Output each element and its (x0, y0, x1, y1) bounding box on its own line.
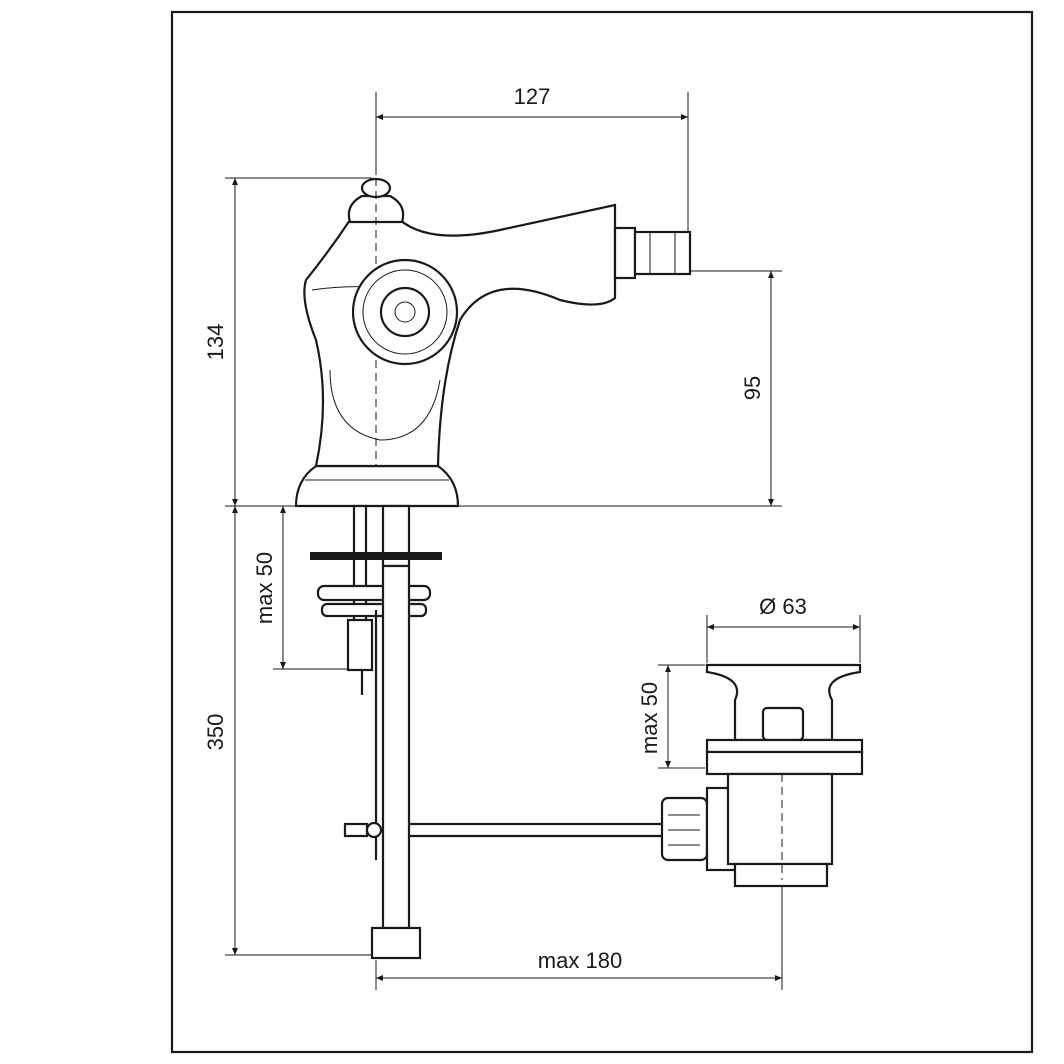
dimension-label: 95 (740, 376, 765, 400)
dimension-diameter-63: Ø 63 (706, 594, 861, 663)
dimension-max-50-tap: max 50 (252, 506, 350, 670)
dimension-label: max 50 (252, 552, 277, 624)
waste-drain (705, 663, 864, 888)
dimension-350: 350 (203, 506, 372, 956)
drawing-frame (170, 10, 1034, 1054)
tap-fixings (310, 504, 442, 960)
dimension-label: max 180 (538, 948, 622, 973)
pop-up-rod (410, 786, 737, 872)
handle (351, 258, 459, 366)
faucet-body (294, 177, 692, 508)
dimension-label: 134 (203, 324, 228, 361)
dimension-134: 134 (203, 177, 782, 507)
dimension-max-50-waste: max 50 (637, 664, 705, 769)
dimension-max-180: max 180 (375, 880, 783, 990)
dimension-label: 350 (203, 714, 228, 751)
dimension-95: 95 (690, 270, 782, 506)
dimension-label: 127 (514, 84, 551, 109)
dimension-label: max 50 (637, 682, 662, 754)
dimension-label: Ø 63 (759, 594, 807, 619)
dimension-127: 127 (375, 84, 689, 238)
